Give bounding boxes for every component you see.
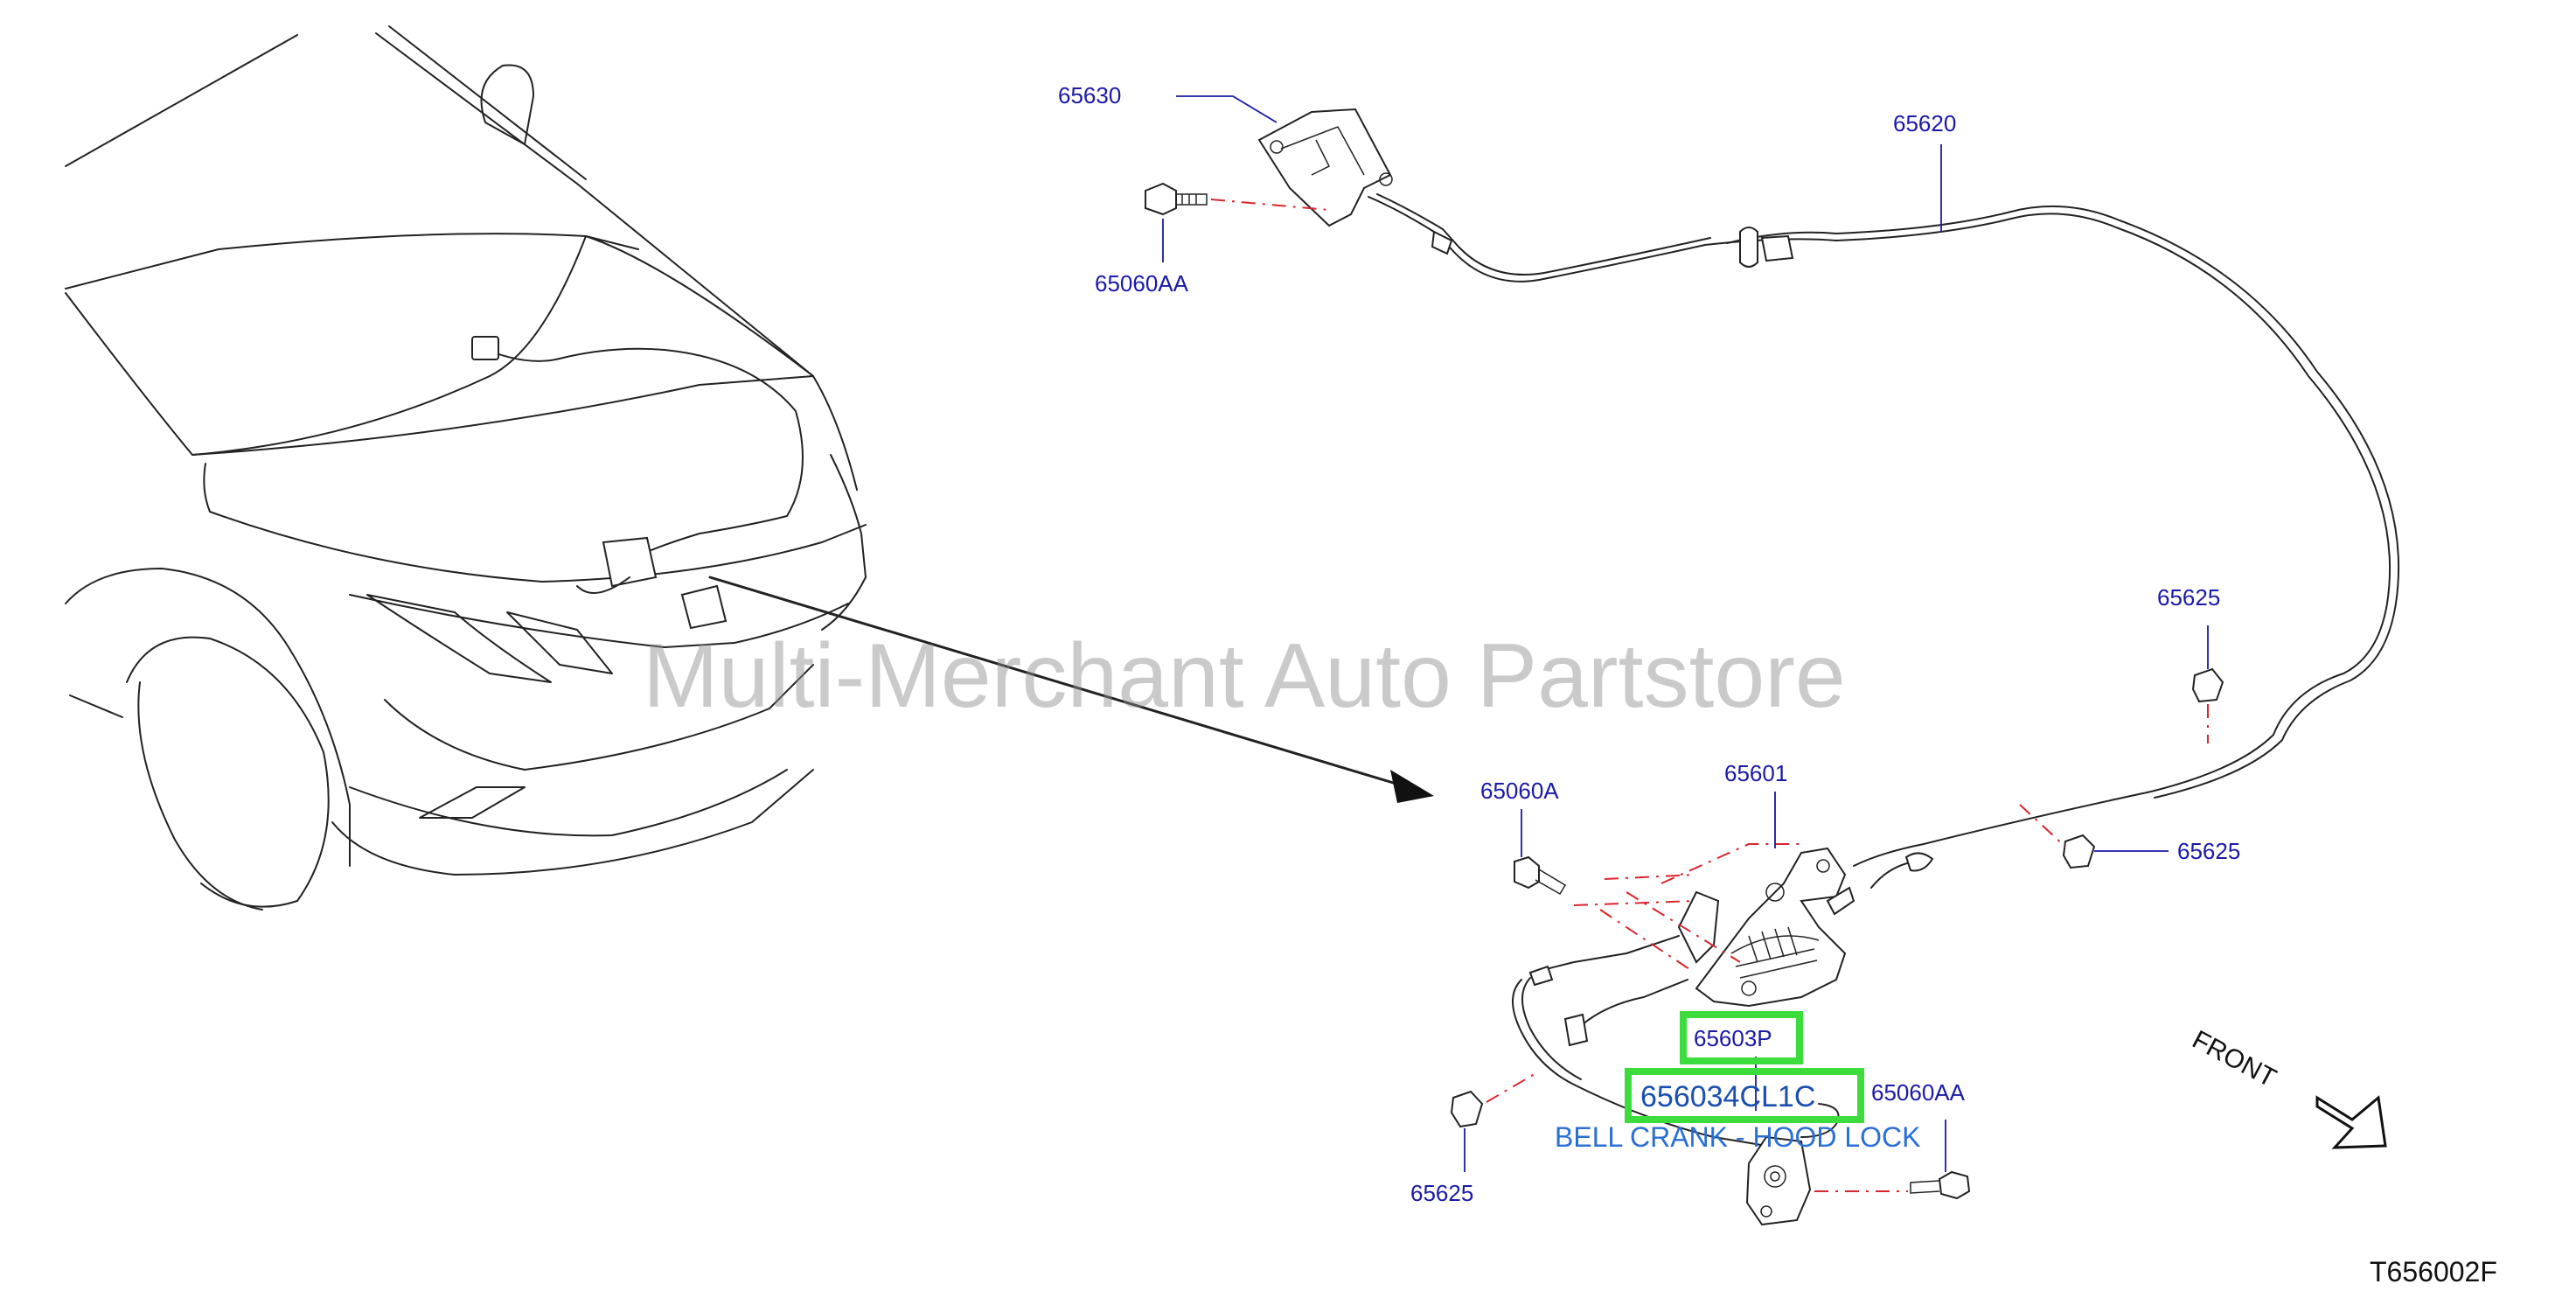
label-65060aa-bottom: 65060AA <box>1871 1079 1966 1106</box>
label-65625-right-top: 65625 <box>2157 584 2220 611</box>
label-65060a: 65060A <box>1480 778 1559 804</box>
clip-65625-right <box>2062 834 2096 869</box>
label-65603p: 65603P <box>1694 1025 1772 1051</box>
clip-65625-bottom <box>1450 1090 1484 1128</box>
label-65601: 65601 <box>1724 760 1787 786</box>
lock-release-cable <box>1512 852 1934 1151</box>
label-65625-bottom: 65625 <box>1410 1180 1473 1206</box>
front-label: FRONT <box>2188 1025 2281 1093</box>
label-65060aa-top: 65060AA <box>1095 270 1189 297</box>
hood-release-lever <box>1257 108 1393 227</box>
front-arrow-icon <box>2315 1095 2387 1149</box>
highlight-box-65603p <box>1680 1011 1803 1064</box>
bolt-65060aa-bottom <box>1910 1170 1971 1200</box>
label-656034cl1c: 656034CL1C <box>1640 1080 1815 1113</box>
vehicle-front-illustration <box>65 25 1434 911</box>
label-65625-right: 65625 <box>2177 838 2240 864</box>
watermark-text: Multi-Merchant Auto Partstore <box>643 625 1846 727</box>
bolt-65060aa-top <box>1145 182 1208 216</box>
diagram-code: T656002F <box>2370 1256 2497 1288</box>
clip-65625-right-top <box>2191 667 2224 703</box>
label-65630: 65630 <box>1058 82 1121 108</box>
part-description: BELL CRANK - HOOD LOCK <box>1555 1121 1920 1153</box>
highlight-box-656034cl1c <box>1625 1068 1864 1123</box>
hood-lock-assembly <box>1677 847 1855 1008</box>
bell-crank <box>1745 1135 1812 1226</box>
hood-release-cable <box>1368 193 2400 867</box>
bolt-65060a <box>1514 855 1567 896</box>
label-65620: 65620 <box>1893 110 1956 136</box>
